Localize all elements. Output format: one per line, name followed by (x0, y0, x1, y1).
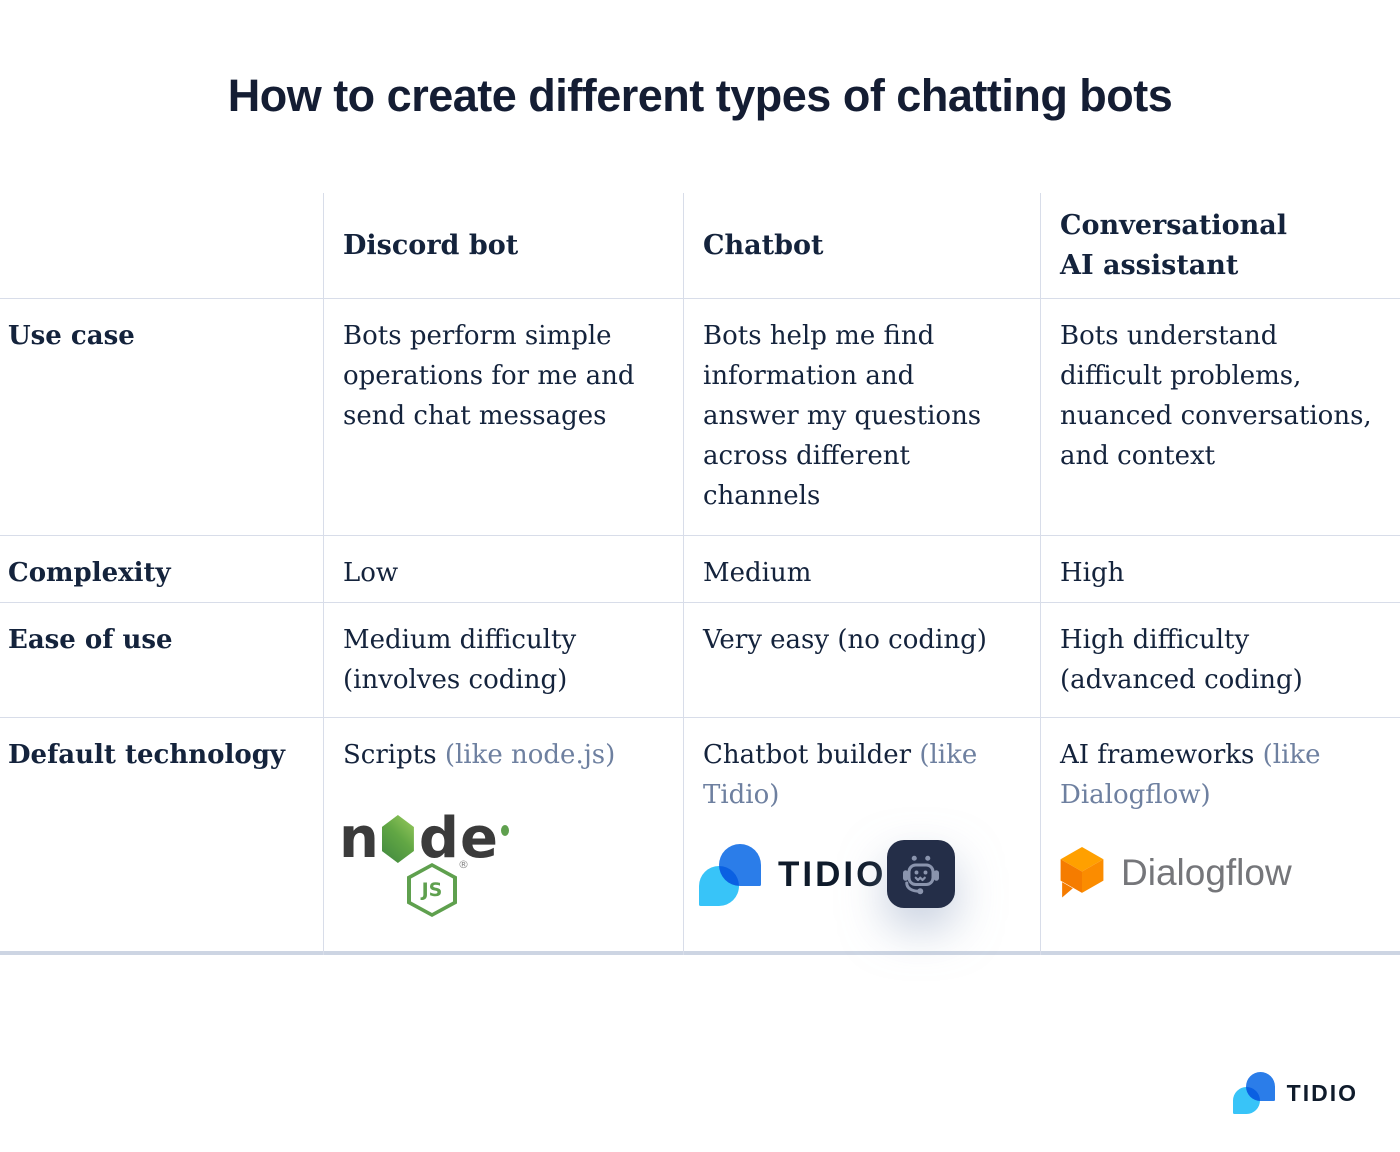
row-label-text: Ease of use (8, 625, 173, 655)
cell-text: Bots help me find information and answer… (703, 321, 982, 511)
cell-text: Scripts (343, 740, 437, 770)
tidio-bubbles-icon (1232, 1072, 1275, 1114)
dialogflow-cube-icon (1060, 847, 1104, 898)
robot-face-icon (903, 855, 939, 895)
registered-mark: ® (458, 858, 469, 871)
column-header-chatbot: Chatbot (683, 193, 1040, 298)
cell-text: High difficulty (advanced coding) (1060, 625, 1303, 695)
page-title: How to create different types of chattin… (227, 70, 1173, 121)
column-header-label: Chatbot (703, 229, 824, 261)
cell-text: Chatbot builder (703, 740, 912, 770)
tidio-bubbles-icon (699, 844, 761, 906)
cell-use-case-conversational-ai: Bots understand difficult problems, nuan… (1040, 298, 1400, 535)
nodejs-logo: n d e JS ® (339, 811, 509, 917)
row-label-text: Complexity (8, 558, 171, 588)
column-header-conversational-ai: Conversational AI assistant (1040, 193, 1400, 298)
row-label-text: Use case (8, 321, 135, 351)
cell-text: Very easy (no coding) (703, 625, 987, 655)
cell-use-case-chatbot: Bots help me find information and answer… (683, 298, 1040, 535)
cell-complexity-conversational-ai: High (1040, 535, 1400, 602)
row-label-default-technology: Default technology (0, 717, 323, 955)
cell-ease-discord: Medium difficulty (involves coding) (323, 602, 683, 717)
cell-tech-chatbot: Chatbot builder (like Tidio) TIDIO (683, 717, 1040, 955)
js-hexagon-fill (411, 867, 453, 913)
row-label-use-case: Use case (0, 298, 323, 535)
tidio-bubble-cyan (699, 866, 739, 906)
column-header-label: Discord bot (343, 229, 519, 261)
comparison-table: Discord bot Chatbot Conversational AI as… (0, 193, 1400, 955)
nodejs-letter: d (418, 806, 459, 871)
tidio-wordmark: TIDIO (778, 855, 887, 894)
nodejs-hexagon-icon (381, 815, 414, 863)
cell-complexity-chatbot: Medium (683, 535, 1040, 602)
tidio-logo: TIDIO (699, 844, 886, 906)
row-label-complexity: Complexity (0, 535, 323, 602)
nodejs-js-badge-icon: JS (407, 863, 457, 917)
cell-note-text: (like Tidio) (703, 740, 978, 810)
row-label-text: Default technology (8, 740, 285, 770)
cell-note-text: (like node.js) (444, 740, 616, 770)
dialogflow-wordmark: Dialogflow (1121, 852, 1292, 893)
column-header-discord-bot: Discord bot (323, 193, 683, 298)
cell-text: Low (343, 558, 399, 588)
column-header-label: Conversational AI assistant (1060, 209, 1288, 281)
corner-cell (0, 193, 323, 298)
cell-tech-discord: Scripts (like node.js) n d e JS ® (323, 717, 683, 955)
footer-tidio-logo: TIDIO (1232, 1072, 1358, 1114)
nodejs-wordmark: n d e (339, 811, 509, 867)
cell-text: AI frameworks (1060, 740, 1255, 770)
cell-complexity-discord: Low (323, 535, 683, 602)
tidio-wordmark: TIDIO (1286, 1079, 1358, 1106)
cell-text: Bots understand difficult problems, nuan… (1060, 321, 1372, 471)
cell-text: High (1060, 558, 1125, 588)
cell-text: Medium (703, 558, 812, 588)
cell-tech-conversational-ai: AI frameworks (like Dialogflow) Dialogfl… (1040, 717, 1400, 955)
cell-ease-chatbot: Very easy (no coding) (683, 602, 1040, 717)
js-badge-text: JS (421, 878, 443, 901)
nodejs-letter: e (460, 806, 498, 871)
row-label-ease-of-use: Ease of use (0, 602, 323, 717)
cell-text: Medium difficulty (involves coding) (343, 625, 577, 695)
cell-text: Bots perform simple operations for me an… (343, 321, 635, 431)
cell-use-case-discord: Bots perform simple operations for me an… (323, 298, 683, 535)
dialogflow-logo: Dialogflow (1056, 842, 1292, 904)
nodejs-letter: n (339, 806, 379, 871)
cell-note-text: (like Dialogflow) (1060, 740, 1321, 810)
nodejs-dot-icon (500, 824, 509, 836)
chatbot-app-icon (887, 840, 955, 908)
cell-ease-conversational-ai: High difficulty (advanced coding) (1040, 602, 1400, 717)
tidio-bubble-cyan (1232, 1087, 1260, 1114)
